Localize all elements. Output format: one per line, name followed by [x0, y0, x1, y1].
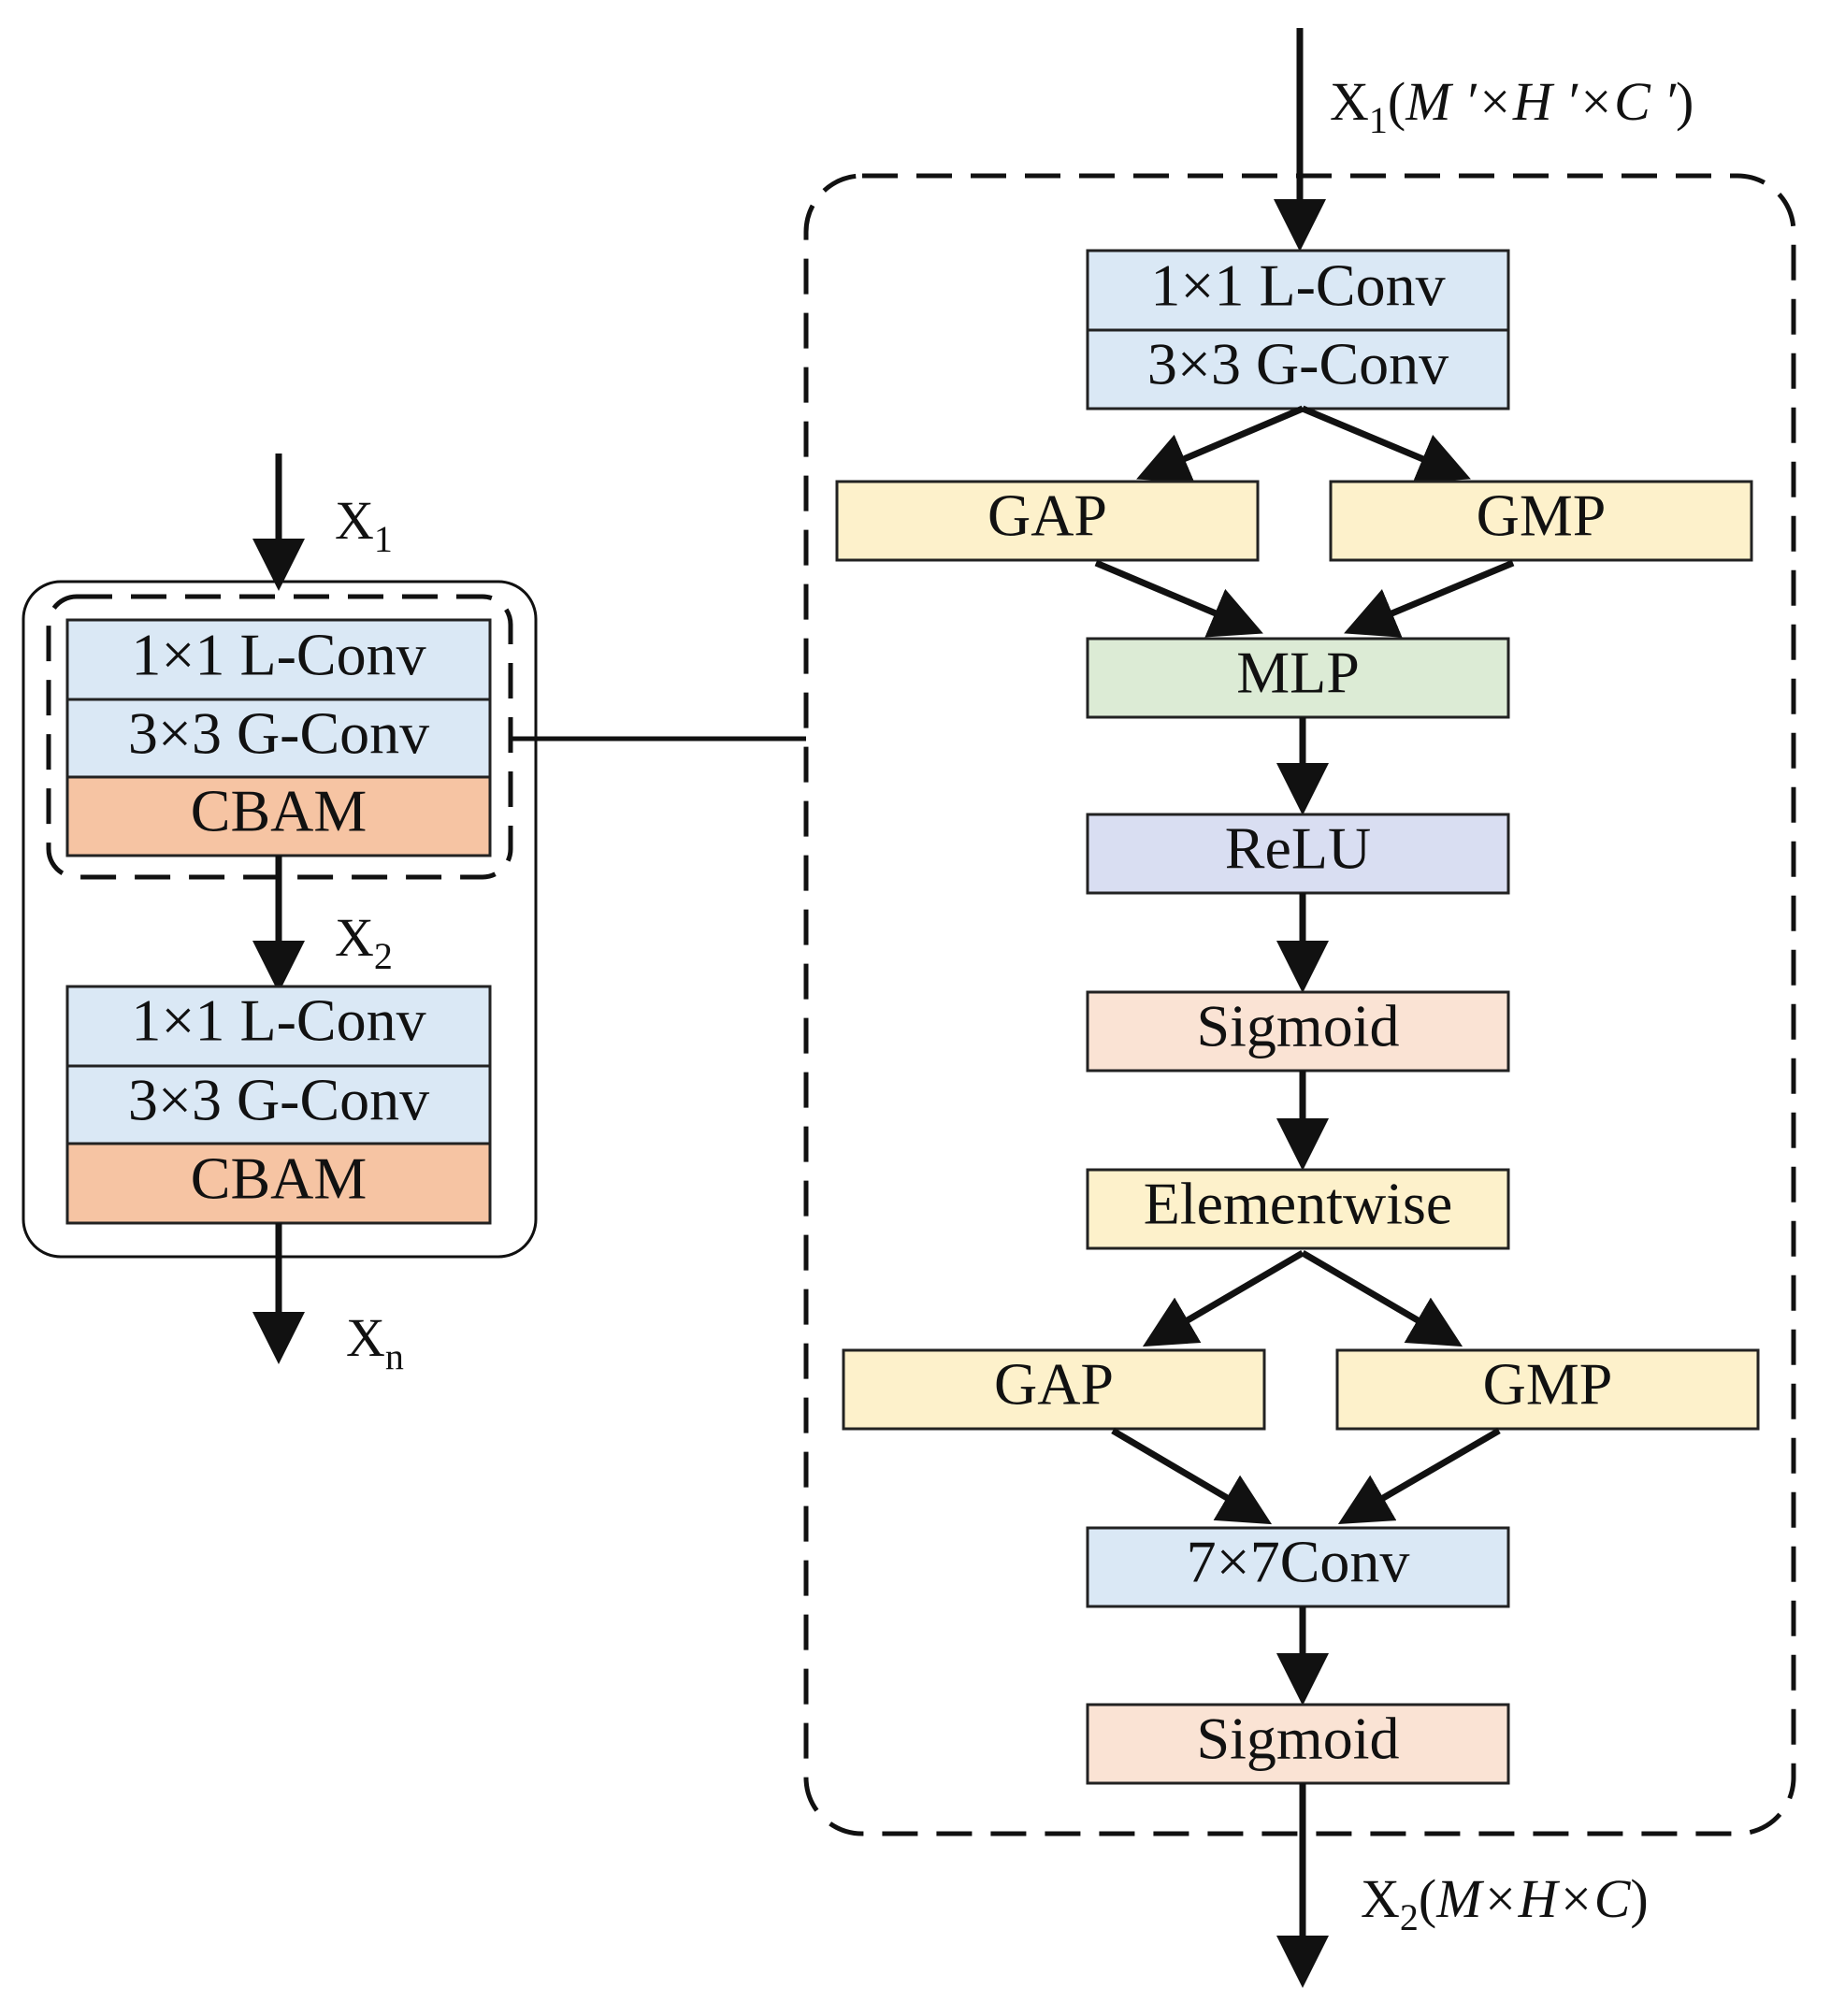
- left-input-label: X1: [335, 490, 393, 560]
- gmp2-box: [1335, 1348, 1760, 1431]
- right-output-label: X2(M×H×C): [1361, 1868, 1649, 1938]
- block2-g-conv-label: 3×3 G-Conv: [128, 1067, 429, 1133]
- conv-to-gap1-arrow: [1136, 405, 1304, 483]
- elementwise-label: Elementwise: [1144, 1171, 1453, 1237]
- right-panel: X1(M ′×H ′×C ′) 1×1 L-Conv 3×3 G-Conv GA…: [803, 28, 1796, 1988]
- elementwise-to-gap2-arrow: [1142, 1249, 1304, 1347]
- gap1-label: GAP: [987, 482, 1107, 549]
- mlp-label: MLP: [1236, 640, 1360, 706]
- block2-cbam-label: CBAM: [191, 1145, 368, 1212]
- right-g-conv-label: 3×3 G-Conv: [1147, 331, 1449, 397]
- right-input-label: X1(M ′×H ′×C ′): [1330, 71, 1694, 141]
- gap1-to-mlp-arrow: [1094, 559, 1263, 638]
- gmp1-box: [1329, 480, 1753, 562]
- right-g-conv-box: [1086, 328, 1510, 410]
- conv7-box: [1086, 1526, 1510, 1608]
- relu-label: ReLU: [1225, 815, 1371, 882]
- sigmoid1-box: [1086, 990, 1510, 1073]
- gap1-box: [835, 480, 1260, 562]
- gmp1-to-mlp-arrow: [1344, 559, 1515, 638]
- gmp2-label: GMP: [1483, 1351, 1613, 1418]
- conv-to-gmp1-arrow: [1301, 405, 1471, 483]
- left-mid-label: X2: [335, 907, 393, 977]
- sigmoid2-label: Sigmoid: [1197, 1706, 1400, 1772]
- sigmoid2-box: [1086, 1703, 1510, 1785]
- block1-l-conv-box: [65, 618, 492, 701]
- block2-g-conv-box: [65, 1064, 492, 1145]
- conv7-label: 7×7Conv: [1187, 1529, 1410, 1595]
- mlp-box: [1086, 637, 1510, 719]
- block1-g-conv-box: [65, 698, 492, 779]
- elementwise-box: [1086, 1168, 1510, 1250]
- block1-cbam-box: [65, 775, 492, 857]
- sigmoid1-label: Sigmoid: [1197, 993, 1400, 1059]
- left-panel: X1 1×1 L-Conv 3×3 G-Conv CBAM X2 1×1 L-C…: [22, 454, 538, 1377]
- relu-box: [1086, 813, 1510, 895]
- block1-l-conv-label: 1×1 L-Conv: [131, 622, 425, 688]
- gap2-label: GAP: [994, 1351, 1114, 1418]
- left-output-label: Xn: [346, 1307, 404, 1377]
- right-l-conv-label: 1×1 L-Conv: [1150, 252, 1445, 319]
- elementwise-to-gmp2-arrow: [1301, 1249, 1463, 1347]
- block2-l-conv-box: [65, 985, 492, 1068]
- gmp2-to-conv7-arrow: [1337, 1427, 1501, 1525]
- gmp1-label: GMP: [1477, 482, 1607, 549]
- block2-cbam-box: [65, 1142, 492, 1225]
- block2-l-conv-label: 1×1 L-Conv: [131, 987, 425, 1054]
- block1-cbam-label: CBAM: [191, 778, 368, 844]
- gap2-to-conv7-arrow: [1111, 1427, 1273, 1525]
- block1-g-conv-label: 3×3 G-Conv: [128, 700, 429, 767]
- gap2-box: [842, 1348, 1266, 1431]
